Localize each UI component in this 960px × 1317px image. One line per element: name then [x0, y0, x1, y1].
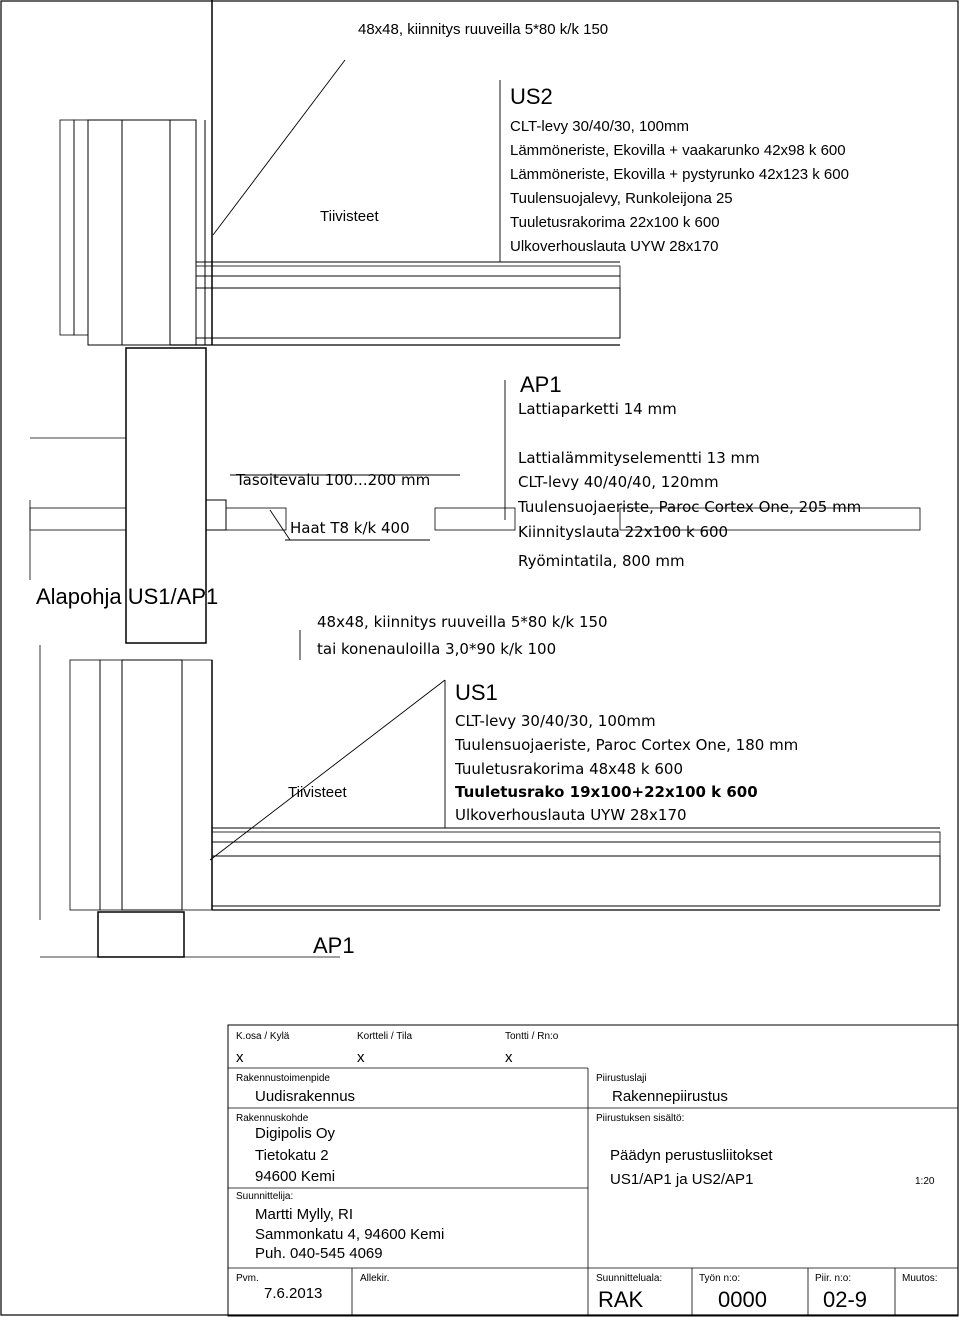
- us2-title: US2: [510, 84, 553, 109]
- sisalto-line: US1/AP1 ja US2/AP1: [610, 1171, 753, 1188]
- us1-layer: CLT-levy 30/40/30, 100mm: [455, 712, 656, 730]
- laji-label: Piirustuslaji: [596, 1073, 647, 1084]
- k-osa-value: x: [236, 1049, 244, 1066]
- us1-layer: Ulkoverhouslauta UYW 28x170: [455, 806, 687, 824]
- ala-label: Suunnitteluala:: [596, 1273, 662, 1284]
- scale-value: 1:20: [915, 1176, 935, 1187]
- us2-layer: Tuuletusrakorima 22x100 k 600: [510, 214, 720, 231]
- suunnittelija-line: Sammonkatu 4, 94600 Kemi: [255, 1226, 444, 1243]
- kohde-label: Rakennuskohde: [236, 1113, 309, 1124]
- us2-layer: Lämmöneriste, Ekovilla + pystyrunko 42x1…: [510, 166, 849, 183]
- us2-seal-label: Tiivisteet: [320, 208, 379, 225]
- us1-layer: Tuuletusrakorima 48x48 k 600: [454, 760, 683, 778]
- top-note: 48x48, kiinnitys ruuveilla 5*80 k/k 150: [358, 21, 608, 38]
- sisalto-line: Päädyn perustusliitokset: [610, 1147, 773, 1164]
- us1-layer: Tuulensuojaeriste, Paroc Cortex One, 180…: [454, 736, 798, 754]
- concrete-footing: [29, 347, 227, 644]
- allekir-label: Allekir.: [360, 1273, 389, 1284]
- drawing-labels: 48x48, kiinnitys ruuveilla 5*80 k/k 150 …: [36, 21, 861, 958]
- pvm-value: 7.6.2013: [264, 1285, 322, 1302]
- toimenpide-value: Uudisrakennus: [255, 1088, 355, 1105]
- section-title: Alapohja US1/AP1: [36, 584, 218, 609]
- mid-note-2: tai konenauloilla 3,0*90 k/k 100: [317, 640, 556, 658]
- us1-seal-label: Tiivisteet: [288, 784, 347, 801]
- ap1-leaders: [230, 380, 506, 660]
- mid-note-1: 48x48, kiinnitys ruuveilla 5*80 k/k 150: [317, 613, 608, 631]
- bottom-ap1-label: AP1: [313, 933, 355, 958]
- ap1-layer: Lattiaparketti 14 mm: [518, 400, 677, 418]
- kohde-line: Digipolis Oy: [255, 1125, 336, 1142]
- k-osa-label: K.osa / Kylä: [236, 1031, 290, 1042]
- ala-value: RAK: [598, 1287, 644, 1312]
- kortteli-label: Kortteli / Tila: [357, 1031, 412, 1042]
- us2-wall-section: [59, 0, 213, 346]
- tasoitevalu-label: Tasoitevalu 100...200 mm: [235, 471, 430, 489]
- piir-value: 02-9: [823, 1287, 867, 1312]
- tontti-value: x: [505, 1049, 513, 1066]
- kortteli-value: x: [357, 1049, 365, 1066]
- suunnittelija-line: Martti Mylly, RI: [255, 1206, 353, 1223]
- us1-floor-lower: [211, 827, 941, 911]
- us2-layer: Tuulensuojalevy, Runkoleijona 25: [510, 190, 733, 207]
- tyo-value: 0000: [718, 1287, 767, 1312]
- us2-layer: Lämmöneriste, Ekovilla + vaakarunko 42x9…: [510, 142, 846, 159]
- us1-wall-section: [39, 645, 213, 920]
- us2-layer: Ulkoverhouslauta UYW 28x170: [510, 238, 718, 255]
- us2-layer: CLT-levy 30/40/30, 100mm: [510, 118, 689, 135]
- tyo-label: Työn n:o:: [699, 1273, 740, 1284]
- kohde-line: Tietokatu 2: [255, 1147, 329, 1164]
- ground-hatch: [29, 507, 921, 531]
- piir-label: Piir. n:o:: [815, 1273, 851, 1284]
- muutos-label: Muutos:: [902, 1273, 938, 1284]
- suunnittelija-line: Puh. 040-545 4069: [255, 1245, 383, 1262]
- us2-leaders: [212, 59, 501, 262]
- title-block: K.osa / Kylä x Kortteli / Tila x Tontti …: [227, 1024, 959, 1317]
- ap1-layer: Tuulensuojaeriste, Paroc Cortex One, 205…: [517, 498, 861, 516]
- haat-label: Haat T8 k/k 400: [290, 519, 410, 537]
- ap1-layer: CLT-levy 40/40/40, 120mm: [518, 473, 719, 491]
- tontti-label: Tontti / Rn:o: [505, 1031, 559, 1042]
- lower-concrete: [40, 911, 340, 958]
- toimenpide-label: Rakennustoimenpide: [236, 1073, 330, 1084]
- kohde-line: 94600 Kemi: [255, 1168, 335, 1185]
- ap1-layer: Lattialämmityselementti 13 mm: [518, 449, 760, 467]
- ap1-layer: Ryömintatila, 800 mm: [518, 552, 685, 570]
- us1-leaders: [209, 679, 446, 861]
- us1-layer: Tuuletusrako 19x100+22x100 k 600: [455, 783, 758, 801]
- ap1-layer: Kiinnityslauta 22x100 k 600: [518, 523, 728, 541]
- pvm-label: Pvm.: [236, 1273, 259, 1284]
- ap1-floor-upper: [170, 261, 621, 346]
- suunnittelija-label: Suunnittelija:: [236, 1191, 293, 1202]
- us1-title: US1: [455, 680, 498, 705]
- laji-value: Rakennepiirustus: [612, 1088, 728, 1105]
- ap1-title: AP1: [520, 372, 562, 397]
- sisalto-label: Piirustuksen sisältö:: [596, 1113, 684, 1124]
